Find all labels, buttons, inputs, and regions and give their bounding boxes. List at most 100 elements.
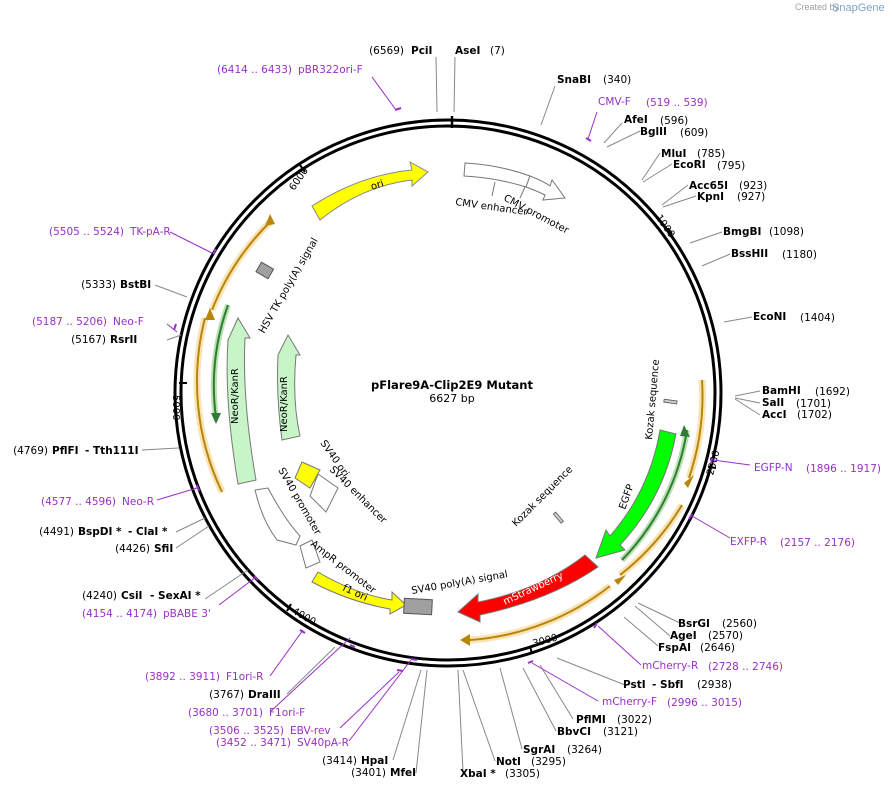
site-fspai[interactable]: FspAI xyxy=(658,642,691,654)
primer-pbabe3-range: (4154 .. 4174) xyxy=(82,608,157,620)
f1-ori-feature[interactable] xyxy=(311,571,407,615)
site-bspdi[interactable]: BspDI * xyxy=(78,526,122,538)
primer-mcherry-r[interactable]: mCherry-R xyxy=(642,660,698,672)
sv40-promoter-feature[interactable] xyxy=(254,487,301,546)
site-noti[interactable]: NotI xyxy=(496,756,521,768)
site-acci-pos: (1702) xyxy=(797,409,832,421)
primer-mcherry-f[interactable]: mCherry-F xyxy=(602,696,657,708)
site-bstbi[interactable]: BstBI xyxy=(120,279,151,291)
primer-f1ori-r-range: (3892 .. 3911) xyxy=(145,671,220,683)
site-tth111i[interactable]: - Tth111I xyxy=(85,445,139,457)
site-econi[interactable]: EcoNI xyxy=(753,311,786,323)
primer-exfp-r[interactable]: EXFP-R xyxy=(730,536,767,548)
site-bsshii[interactable]: BssHII xyxy=(731,248,768,260)
site-noti-pos: (3295) xyxy=(531,756,566,768)
mstrawberry-feature[interactable] xyxy=(457,554,599,623)
site-rsrii[interactable]: RsrII xyxy=(110,334,137,346)
primer-tk-pa-r-range: (5505 .. 5524) xyxy=(49,226,124,238)
site-bmgbi[interactable]: BmgBI xyxy=(723,226,761,238)
orf-green-arrows xyxy=(210,303,690,563)
primer-f1ori-f[interactable]: F1ori-F xyxy=(269,707,305,719)
site-mlui-pos: (785) xyxy=(697,148,725,160)
site-pcii-pos: (6569) xyxy=(369,45,404,57)
site-sexai[interactable]: - SexAI * xyxy=(150,590,201,602)
primer-neo-r[interactable]: Neo-R xyxy=(122,496,154,508)
site-asei[interactable]: AseI xyxy=(455,45,480,57)
primer-neo-r-range: (4577 .. 4596) xyxy=(41,496,116,508)
site-asei-pos: (7) xyxy=(490,45,505,57)
primer-neo-f[interactable]: Neo-F xyxy=(113,316,144,328)
kozak-marker-1[interactable] xyxy=(663,398,678,405)
site-mlui[interactable]: MluI xyxy=(661,148,686,160)
site-rsrii-pos: (5167) xyxy=(71,334,106,346)
site-draiii[interactable]: DraIII xyxy=(248,689,281,701)
site-afei[interactable]: AfeI xyxy=(624,114,648,126)
site-bmgbi-pos: (1098) xyxy=(769,226,804,238)
primer-cmv-f[interactable]: CMV-F xyxy=(598,96,631,108)
site-bglii-pos: (609) xyxy=(680,127,708,139)
site-mfei-pos: (3401) xyxy=(351,767,386,779)
primer-sv40pa-r-range: (3452 .. 3471) xyxy=(216,737,291,749)
site-xbai[interactable]: XbaI * xyxy=(460,768,496,780)
site-csii[interactable]: CsiI xyxy=(121,590,142,602)
site-sfii[interactable]: SfiI xyxy=(154,543,173,555)
site-xbai-pos: (3305) xyxy=(505,768,540,780)
kozak-label-1: Kozak sequence xyxy=(644,359,662,440)
neor-kanr-inner-feature[interactable] xyxy=(277,333,301,441)
sv40-polya-label: SV40 poly(A) signal xyxy=(411,569,509,597)
site-bglii[interactable]: BglII xyxy=(640,126,667,138)
site-sali[interactable]: SalI xyxy=(762,397,784,409)
hsv-tk-polya-feature[interactable] xyxy=(255,261,275,280)
primer-mcherry-r-range: (2728 .. 2746) xyxy=(708,661,783,673)
sv40-enhancer-label: SV40 enhancer xyxy=(327,464,389,526)
ori-feature[interactable] xyxy=(311,161,429,221)
site-ecori[interactable]: EcoRI xyxy=(673,159,706,171)
site-sgrai[interactable]: SgrAI xyxy=(523,744,555,756)
site-pflmi[interactable]: PflMI xyxy=(576,714,606,726)
site-bsrgi-pos: (2560) xyxy=(722,618,757,630)
primer-pbr322ori-f[interactable]: pBR322ori-F xyxy=(298,64,363,76)
primer-sv40pa-r[interactable]: SV40pA-R xyxy=(297,737,349,749)
site-kpni-pos: (927) xyxy=(737,191,765,203)
site-acc65i[interactable]: Acc65I xyxy=(689,180,728,192)
site-clai[interactable]: - ClaI * xyxy=(128,526,168,538)
site-sfii-pos: (4426) xyxy=(115,543,150,555)
site-snabi-pos: (340) xyxy=(603,74,631,86)
primer-tk-pa-r[interactable]: TK-pA-R xyxy=(129,226,171,238)
site-psti[interactable]: PstI xyxy=(623,679,646,691)
site-hpai[interactable]: HpaI xyxy=(361,755,388,767)
ampr-promoter-feature[interactable] xyxy=(299,539,321,569)
primer-mcherry-f-range: (2996 .. 3015) xyxy=(667,697,742,709)
egfp-feature[interactable] xyxy=(595,429,677,559)
site-mfei[interactable]: MfeI xyxy=(390,767,416,779)
site-ecori-pos: (795) xyxy=(717,160,745,172)
sv40-ori-feature[interactable] xyxy=(294,461,321,489)
primer-pbabe3[interactable]: pBABE 3' xyxy=(163,608,211,620)
sv40-polya-feature[interactable] xyxy=(403,597,433,616)
site-bbvci[interactable]: BbvCI xyxy=(557,726,591,738)
site-sbfi-pos: (2938) xyxy=(697,679,732,691)
site-snabi[interactable]: SnaBI xyxy=(557,74,591,86)
site-hpai-pos: (3414) xyxy=(322,755,357,767)
cmv-enhancer-feature[interactable] xyxy=(463,162,531,188)
primer-f1ori-r[interactable]: F1ori-R xyxy=(226,671,263,683)
site-agei[interactable]: AgeI xyxy=(670,630,697,642)
site-pcii[interactable]: PciI xyxy=(411,45,432,57)
site-sbfi[interactable]: - SbfI xyxy=(652,679,684,691)
sv40-enhancer-feature[interactable] xyxy=(309,473,339,513)
site-bsrgi[interactable]: BsrGI xyxy=(678,618,710,630)
primer-egfp-n-range: (1896 .. 1917) xyxy=(806,463,881,475)
kozak-marker-2[interactable] xyxy=(552,511,564,524)
primer-egfp-n[interactable]: EGFP-N xyxy=(754,462,793,474)
site-draiii-pos: (3767) xyxy=(209,689,244,701)
site-acci[interactable]: AccI xyxy=(762,409,786,421)
site-kpni[interactable]: KpnI xyxy=(697,191,724,203)
site-pflfi-pos: (4769) xyxy=(13,445,48,457)
primer-ebv-rev[interactable]: EBV-rev xyxy=(290,725,331,737)
snapgene-logo: SnapGene xyxy=(832,2,885,14)
site-bamhi[interactable]: BamHI xyxy=(762,385,801,397)
cmv-promoter-feature[interactable] xyxy=(525,175,566,201)
backbone-inner xyxy=(179,124,717,662)
site-pflfi[interactable]: PflFI xyxy=(52,445,79,457)
neor-kanr-outer-feature[interactable] xyxy=(226,316,257,485)
